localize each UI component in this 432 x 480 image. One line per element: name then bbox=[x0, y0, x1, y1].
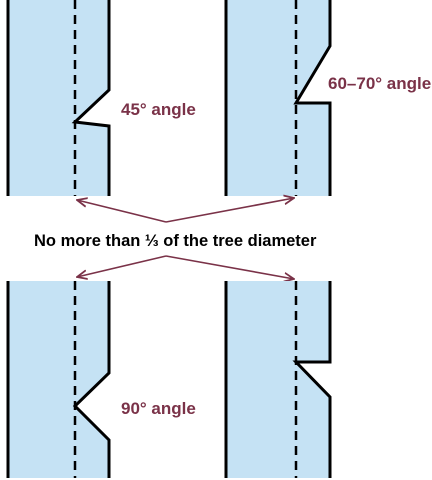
trunk-panel-60-70 bbox=[224, 0, 332, 196]
trunk-fill bbox=[8, 0, 109, 196]
trunk-fill bbox=[8, 281, 109, 478]
arrow-to-bottom-right bbox=[165, 255, 294, 279]
trunk-panel-45 bbox=[6, 0, 111, 196]
trunk-fill bbox=[226, 281, 330, 478]
arrow-to-top-left bbox=[77, 200, 167, 223]
trunk-panel-open-face bbox=[224, 281, 332, 478]
trunk-panel-90 bbox=[6, 281, 111, 478]
trunk-fill bbox=[226, 0, 330, 196]
notch-45-label: 45° angle bbox=[121, 100, 196, 119]
depth-arrows bbox=[77, 198, 294, 279]
notch-60-70-label: 60–70° angle bbox=[328, 74, 431, 93]
depth-note: No more than ⅓ of the tree diameter bbox=[34, 232, 317, 250]
notch-90-label: 90° angle bbox=[121, 399, 196, 418]
notch-outline bbox=[293, 0, 332, 196]
arrow-to-bottom-left bbox=[77, 255, 167, 277]
arrow-to-top-right bbox=[165, 198, 294, 223]
